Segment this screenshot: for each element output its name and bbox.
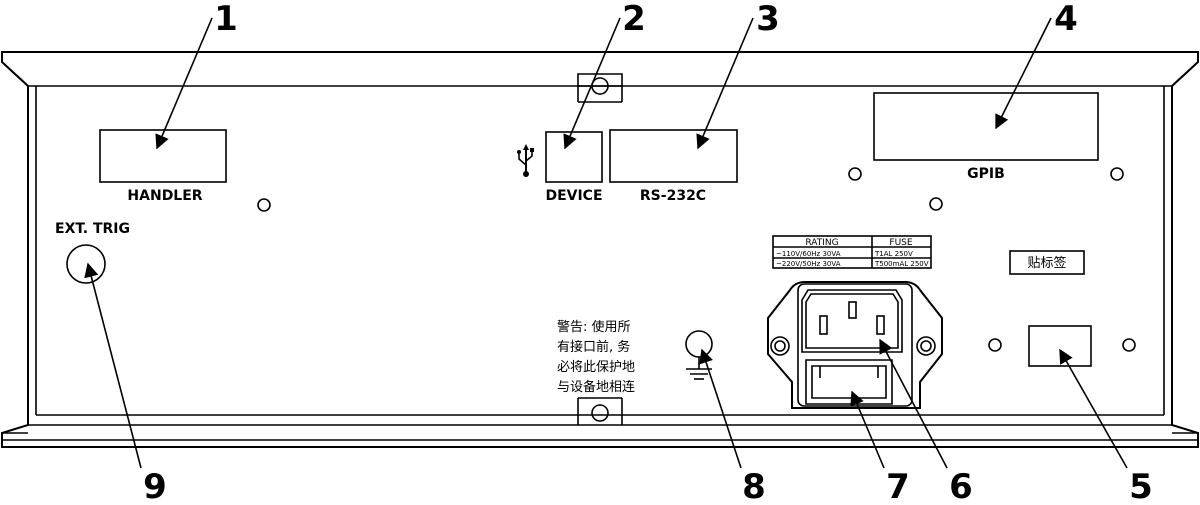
switch-cutout	[1028, 325, 1092, 367]
power-inlet-module	[767, 281, 943, 409]
leader-4	[995, 17, 1052, 130]
callout-6: 6	[949, 467, 973, 505]
device-label: DEVICE	[545, 188, 602, 204]
handler-port: HANDLER	[99, 129, 227, 204]
callout-2: 2	[622, 0, 646, 39]
rs232c-port: RS-232C	[609, 129, 738, 204]
fuse-row-110v: T1AL 250V	[874, 250, 913, 258]
screw-hole	[1122, 338, 1136, 352]
leader-1	[155, 17, 213, 150]
bottom-mount-tab	[577, 397, 623, 425]
warning-text: 警告: 使用所 有接口前, 务 必将此保护地 与设备地相连	[557, 319, 635, 395]
label-area-text: 贴标签	[1027, 255, 1066, 271]
handler-label: HANDLER	[127, 188, 202, 204]
rating-table: RATING FUSE ~110V/60Hz 30VA T1AL 250V ~2…	[772, 235, 932, 269]
screw-hole	[257, 198, 271, 212]
gpib-port: GPIB	[873, 92, 1099, 182]
gpib-label: GPIB	[967, 166, 1005, 182]
callout-5: 5	[1129, 467, 1153, 505]
fuse-header: FUSE	[889, 238, 912, 248]
leader-2	[563, 17, 621, 150]
callout-3: 3	[756, 0, 780, 39]
rating-header: RATING	[805, 238, 838, 248]
leader-5	[1059, 348, 1128, 469]
leader-9	[84, 262, 142, 469]
callout-4: 4	[1054, 0, 1078, 39]
chassis-outline	[0, 51, 1199, 448]
screw-hole	[988, 338, 1002, 352]
label-area: 贴标签	[1009, 250, 1085, 275]
warning-line-3: 必将此保护地	[557, 360, 635, 375]
leader-8	[699, 348, 742, 469]
rating-row-110v: ~110V/60Hz 30VA	[776, 250, 841, 258]
callout-9: 9	[143, 467, 167, 505]
warning-line-1: 警告: 使用所	[557, 319, 631, 335]
callout-8: 8	[742, 467, 766, 505]
ext-trig-label: EXT. TRIG	[55, 221, 130, 237]
top-mount-tab	[577, 73, 623, 103]
leader-7	[850, 390, 885, 469]
rating-row-220v: ~220V/50Hz 30VA	[776, 260, 841, 268]
screw-hole	[848, 167, 862, 181]
fuse-row-220v: T500mAL 250V	[874, 260, 929, 268]
leader-6	[879, 338, 948, 469]
ext-trig-connector: EXT. TRIG	[55, 221, 130, 284]
rs232c-label: RS-232C	[640, 188, 706, 204]
callout-7: 7	[886, 467, 910, 505]
warning-line-2: 有接口前, 务	[557, 339, 630, 355]
usb-device-port: DEVICE	[545, 131, 603, 204]
screw-hole	[929, 197, 943, 211]
leader-3	[696, 17, 754, 150]
warning-line-4: 与设备地相连	[557, 379, 635, 395]
callout-1: 1	[214, 0, 238, 39]
ground-terminal	[685, 330, 713, 380]
usb-icon	[517, 144, 534, 177]
screw-hole	[1110, 167, 1124, 181]
